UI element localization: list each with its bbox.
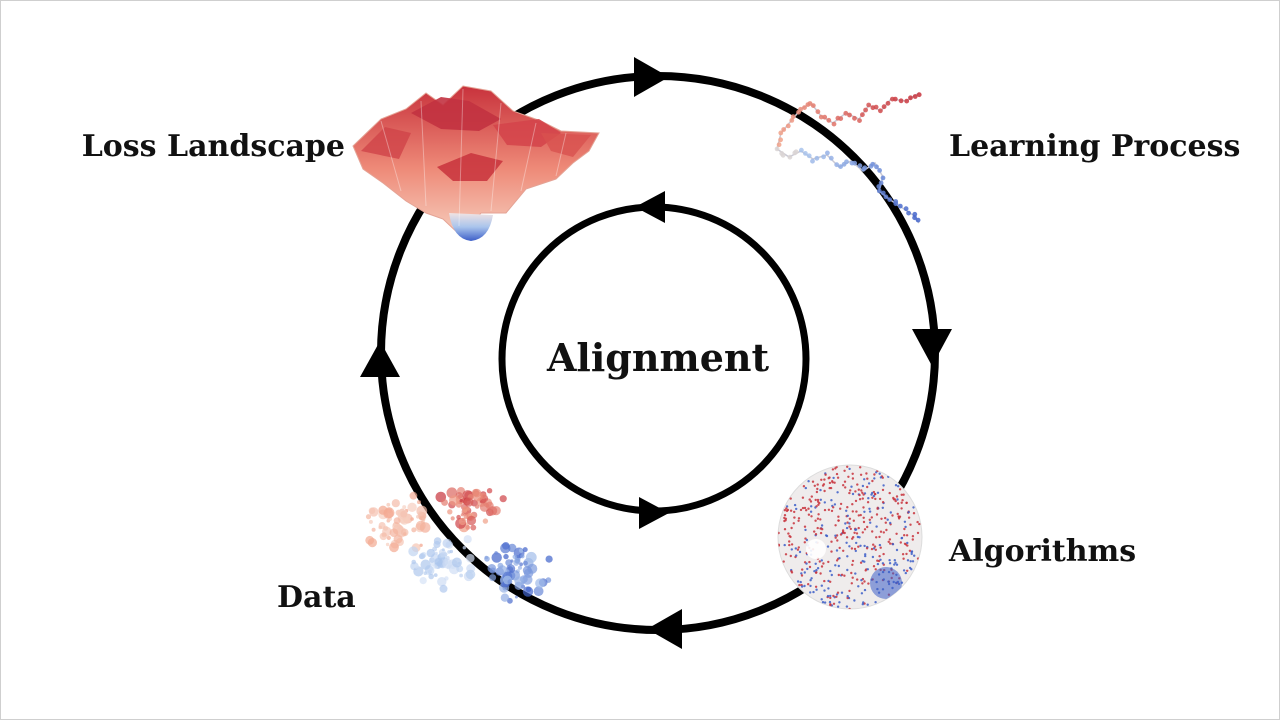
3d-loss-surface-icon xyxy=(352,85,600,241)
stage-label-algorithms: Algorithms xyxy=(948,534,1136,569)
center-label: Alignment xyxy=(546,335,770,380)
random-walk-points xyxy=(774,92,922,223)
outer-arrow-right-icon xyxy=(912,329,952,366)
network-graph-icon xyxy=(777,464,923,610)
stage-label-loss-landscape: Loss Landscape xyxy=(82,129,345,164)
inner-arrow-bottom-icon xyxy=(639,497,669,529)
stage-label-data: Data xyxy=(277,580,356,615)
scatter-cloud-icon xyxy=(365,487,553,604)
outer-arrow-left-icon xyxy=(360,341,400,377)
outer-arrow-top-icon xyxy=(634,57,669,97)
outer-arrow-bottom-icon xyxy=(647,609,682,649)
stage-label-learning-process: Learning Process xyxy=(949,129,1240,164)
inner-arrow-top-icon xyxy=(635,191,665,223)
